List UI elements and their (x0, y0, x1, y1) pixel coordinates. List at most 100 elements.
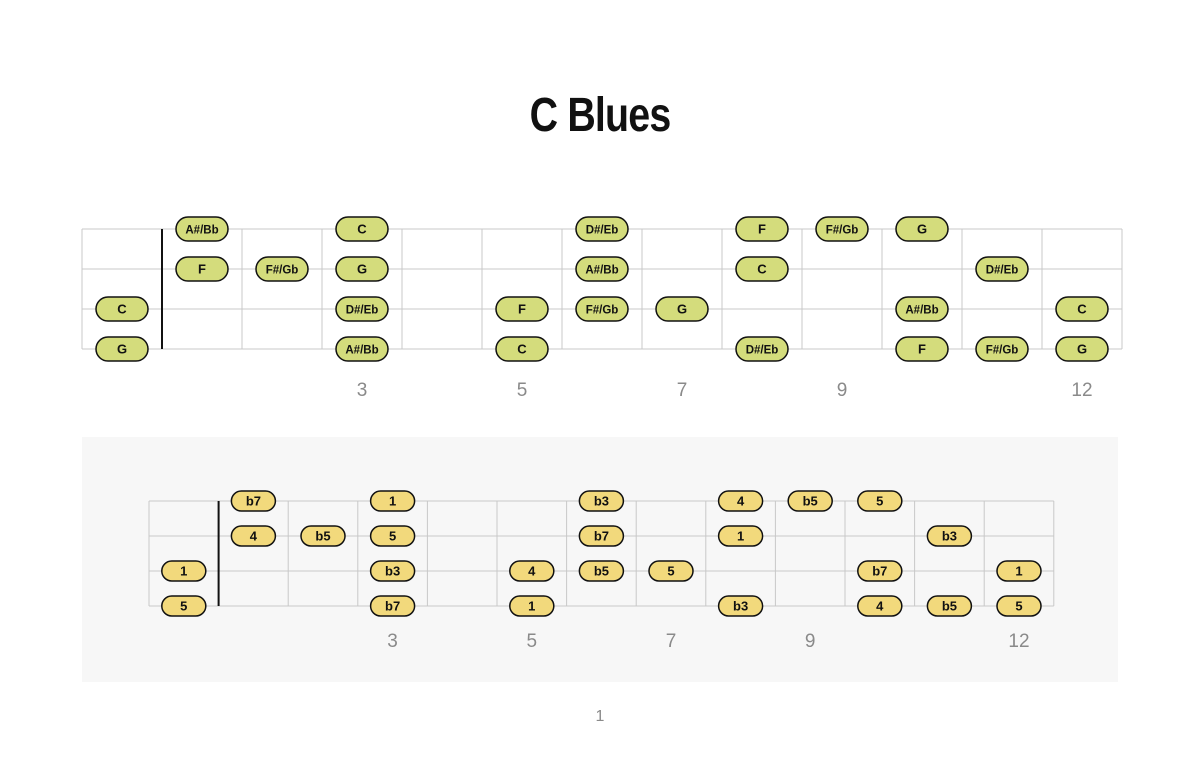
degree-board-note-label: 1 (180, 564, 187, 579)
degree-board-note-pill (230, 525, 277, 547)
degree-board-note-label: b3 (385, 564, 400, 579)
degree-board-note-pill (717, 595, 764, 617)
degree-board-note-pill (857, 560, 903, 582)
degree-board-note-label: b7 (594, 529, 609, 544)
note-board-note-label: G (677, 302, 687, 317)
note-board-note: F#/Gb (255, 256, 309, 282)
note-board-note: D#/Eb (735, 336, 789, 362)
degree-board-note-pill (509, 560, 555, 582)
note-board-note-pill (575, 296, 629, 322)
degree-board-note-label: b3 (942, 529, 957, 544)
note-board-note-label: F#/Gb (586, 305, 619, 317)
note-board-note-pill (575, 216, 629, 242)
note-board-note: D#/Eb (975, 256, 1029, 282)
note-board-note-label: F#/Gb (266, 265, 299, 277)
note-board-note-pill (975, 336, 1029, 362)
note-board-note: A#/Bb (175, 216, 229, 242)
note-board-note-label: A#/Bb (585, 265, 618, 277)
degree-board-note: b3 (926, 525, 973, 547)
note-board-note-pill (895, 296, 949, 322)
degree-board-note-label: b5 (942, 599, 957, 614)
degree-board-note-label: b7 (872, 564, 887, 579)
note-board-note: D#/Eb (335, 296, 389, 322)
note-board-note-label: C (117, 302, 127, 317)
degree-board-note-pill (578, 560, 625, 582)
degree-board-note-pill (717, 525, 764, 547)
note-board-note-pill (975, 256, 1029, 282)
note-board-note: C (495, 336, 549, 362)
degree-board-grid (148, 500, 1055, 607)
degree-board-note-pill (996, 560, 1042, 582)
degree-board-fret-marker: 7 (666, 631, 677, 652)
degree-board-fret-marker: 12 (1008, 631, 1029, 652)
note-board-note-pill (1055, 336, 1109, 362)
degree-board-note: b7 (230, 490, 277, 512)
degree-board-fret-marker: 9 (805, 631, 816, 652)
note-board-note-label: G (917, 222, 927, 237)
degree-board-note: b3 (369, 560, 416, 582)
note-board-note: F (495, 296, 549, 322)
degree-board-note-pill (578, 525, 625, 547)
degree-board-note-label: 5 (1015, 599, 1022, 614)
degree-board-note: b5 (787, 490, 833, 512)
degree-board-note-label: b5 (803, 494, 818, 509)
note-board-note: G (95, 336, 149, 362)
note-board-note-label: G (1077, 342, 1087, 357)
degree-board-note-pill (509, 595, 555, 617)
note-board-note-label: F (918, 342, 926, 357)
note-board-note-pill (495, 336, 549, 362)
degree-board-note-label: 5 (667, 564, 674, 579)
note-board-note-label: G (357, 262, 367, 277)
degree-board-note-pill (578, 490, 625, 512)
degree-board-note: b7 (369, 595, 416, 617)
degree-board-note: b5 (926, 595, 973, 617)
degree-board-note: 1 (161, 560, 207, 582)
note-board-note-label: D#/Eb (586, 225, 619, 237)
degree-board-note-pill (369, 560, 416, 582)
note-board-note: F#/Gb (815, 216, 869, 242)
note-board-note-label: D#/Eb (746, 345, 779, 357)
note-board-note-pill (735, 216, 789, 242)
degree-board-note: 1 (369, 490, 416, 512)
note-board-note: G (335, 256, 389, 282)
note-board-note: G (655, 296, 709, 322)
note-board-note-label: G (117, 342, 127, 357)
degree-board-note-pill (369, 595, 416, 617)
degree-board-note-label: 1 (389, 494, 396, 509)
degree-board-note-pill (857, 595, 903, 617)
note-board-note: F (735, 216, 789, 242)
degree-board-note: b5 (578, 560, 625, 582)
note-board-note-label: F (198, 262, 206, 277)
degree-board-note-pill (648, 560, 694, 582)
note-board-note-pill (895, 216, 949, 242)
note-board-note-label: A#/Bb (345, 345, 378, 357)
note-board-note-label: C (757, 262, 767, 277)
note-board-note-pill (735, 336, 789, 362)
degree-board-note: b7 (857, 560, 903, 582)
degree-board-note-pill (300, 525, 346, 547)
degree-board-note-label: b5 (315, 529, 330, 544)
note-board-note-pill (175, 256, 229, 282)
note-board-note-label: F (758, 222, 766, 237)
note-board-note-label: F (518, 302, 526, 317)
degree-board-note: 1 (717, 525, 764, 547)
note-board-note-pill (175, 216, 229, 242)
degree-board-note-pill (161, 595, 207, 617)
degree-board-note-label: b7 (246, 494, 261, 509)
note-board-note-pill (575, 256, 629, 282)
note-board-note: F (175, 256, 229, 282)
note-board-note-pill (255, 256, 309, 282)
degree-board-note: 4 (717, 490, 764, 512)
note-board-note-label: C (357, 222, 367, 237)
note-board-note-pill (495, 296, 549, 322)
degree-board-note: 5 (857, 490, 903, 512)
note-board-note: A#/Bb (335, 336, 389, 362)
degree-board-note-label: b3 (733, 599, 748, 614)
degree-board-note-label: b3 (594, 494, 609, 509)
degree-board-note-label: b5 (594, 564, 609, 579)
degree-board-note: 5 (161, 595, 207, 617)
degree-board-note-pill (230, 490, 277, 512)
degree-board-note: b3 (578, 490, 625, 512)
note-board-note: C (735, 256, 789, 282)
